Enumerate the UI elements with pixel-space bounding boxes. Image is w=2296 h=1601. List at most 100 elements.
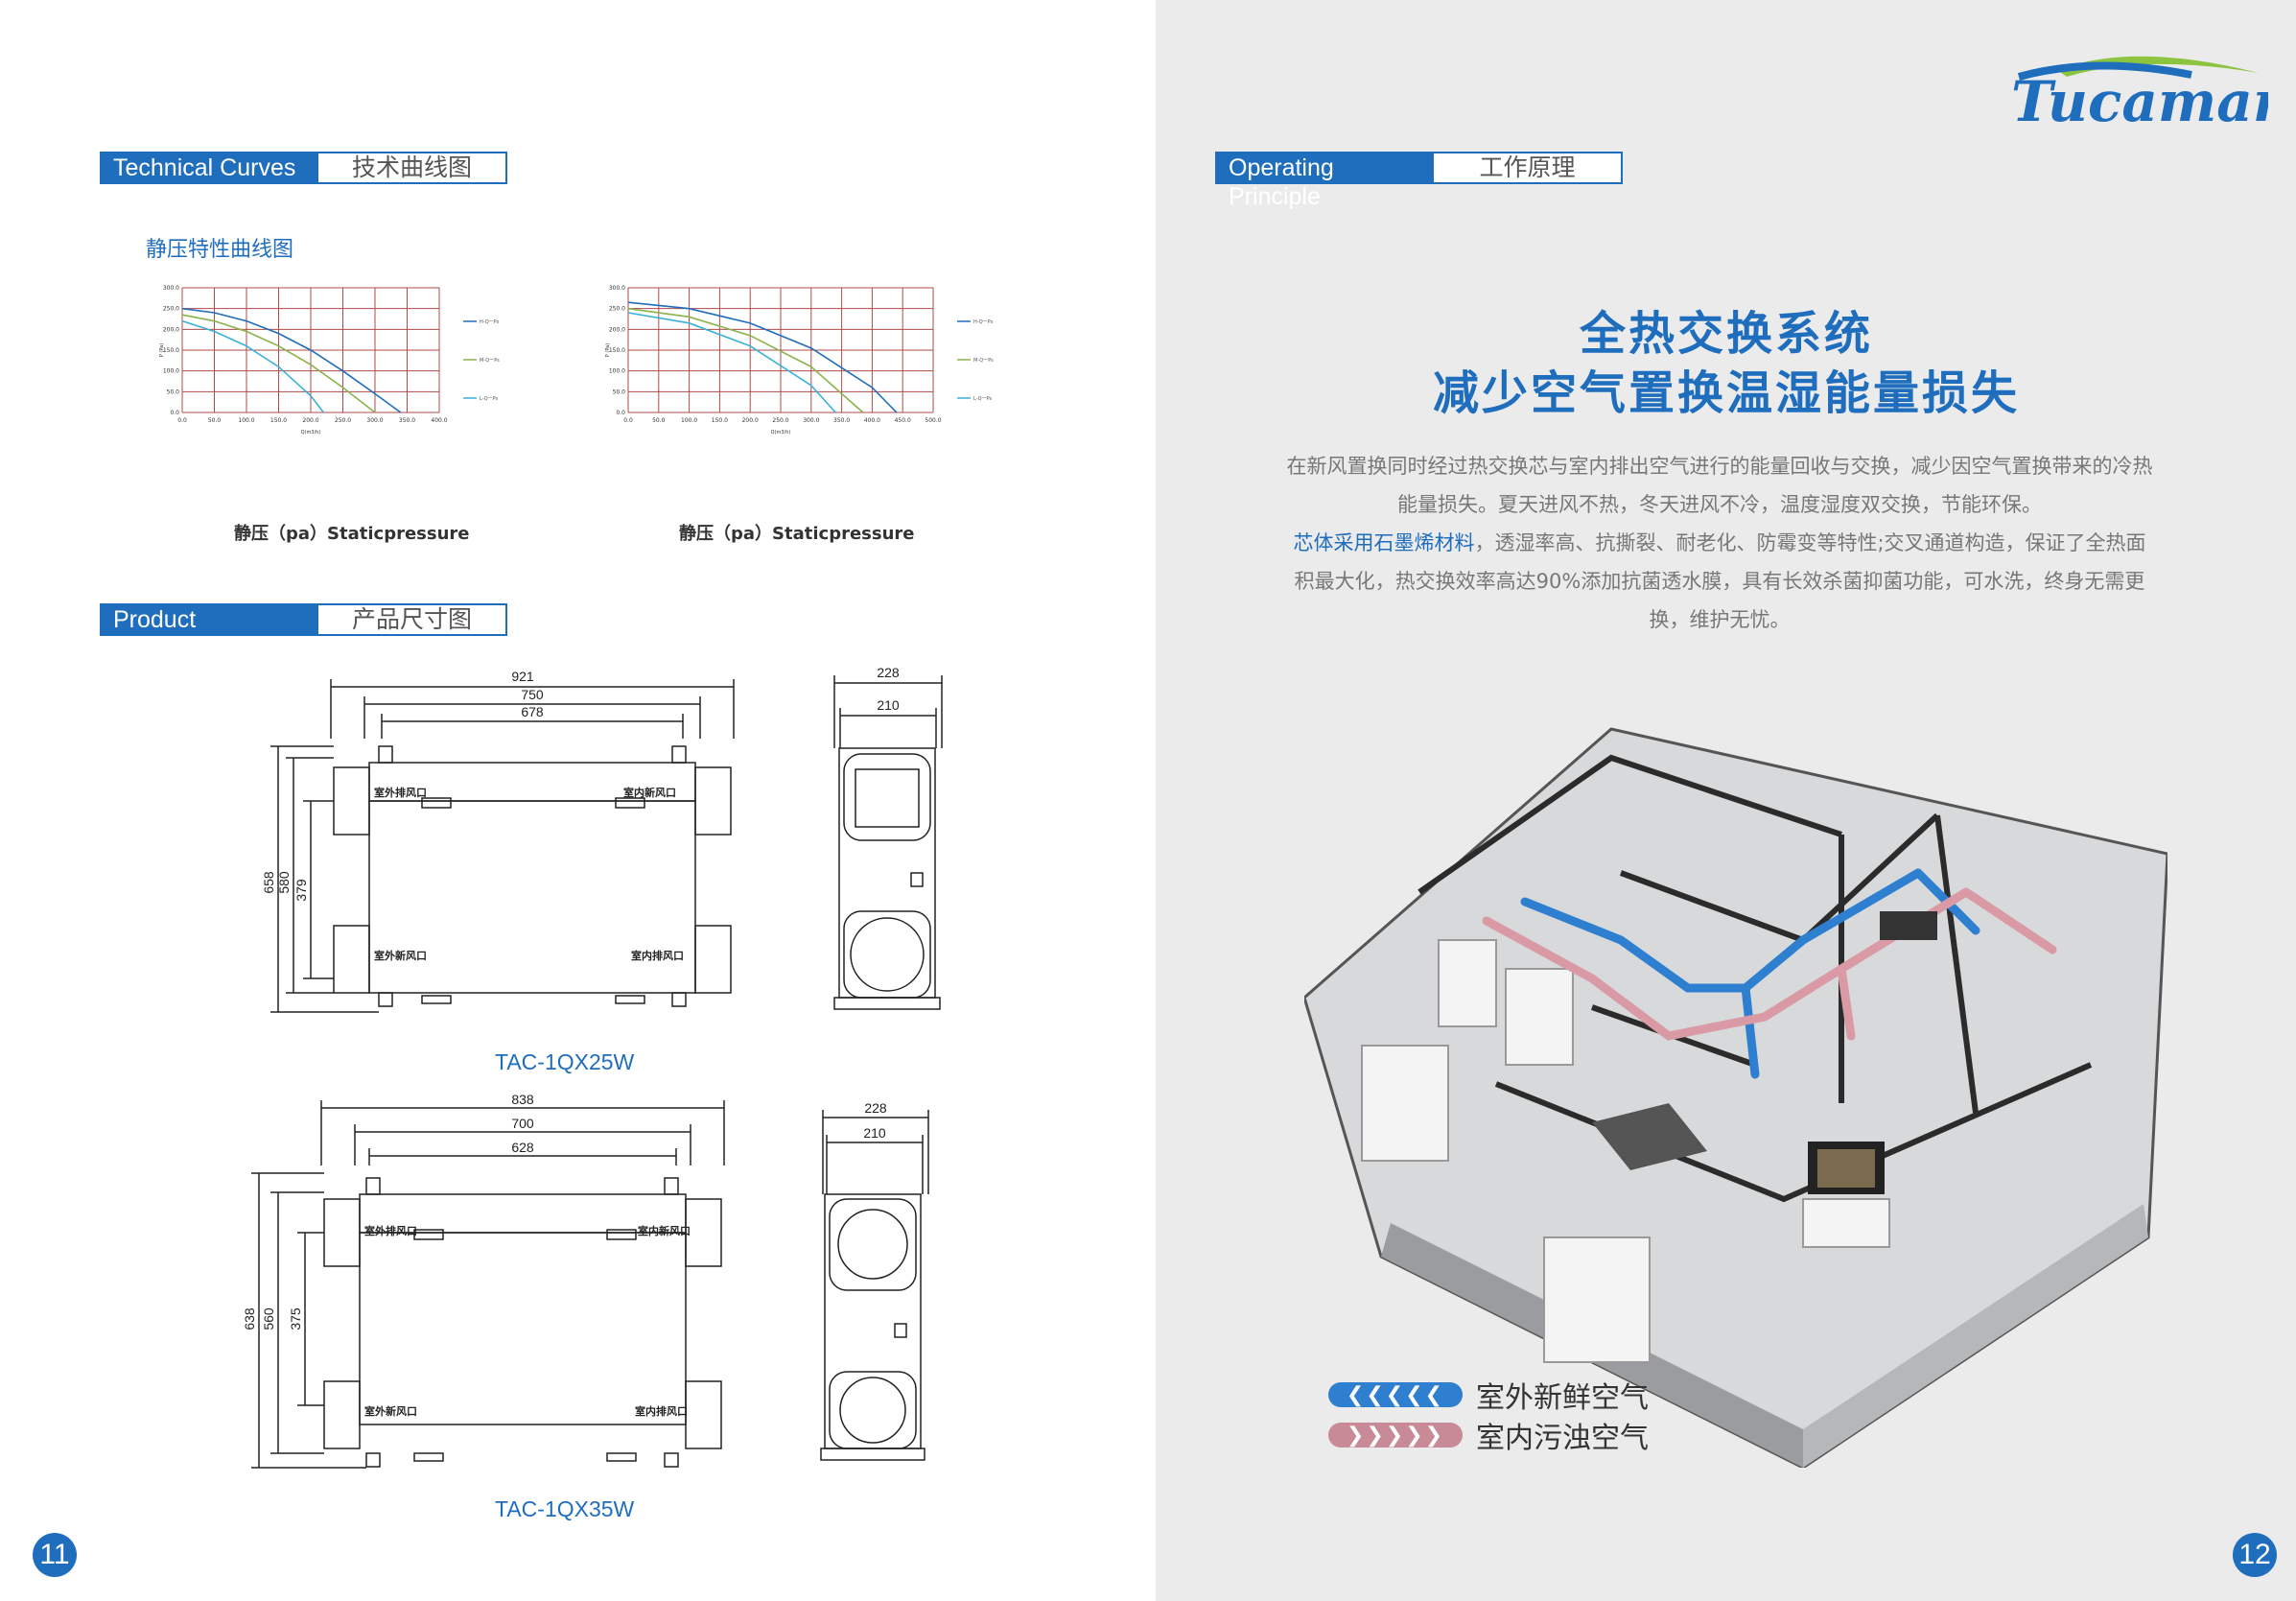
dim-1-side-210: 210 — [877, 697, 900, 713]
dim-2-side-228: 228 — [864, 1100, 887, 1116]
static-pressure-chart-2: 0.0 50.0 100.0 150.0 200.0 250.0 300.0 350.0 400… — [605, 285, 994, 436]
chart-section-title: 静压特性曲线图 — [146, 238, 294, 262]
chart-0-ytick: 250.0 — [163, 306, 179, 313]
chart-1-ytick: 150.0 — [609, 347, 625, 354]
operating-header-en: Operating Principle — [1217, 153, 1434, 210]
dirty-air-arrows-icon: ❯❯❯❯❯ — [1328, 1423, 1463, 1448]
dim-1-height-580: 580 — [276, 871, 292, 894]
page-number-right: 12 — [2233, 1533, 2277, 1577]
dimensions-header-cn: 产品尺寸图 — [318, 605, 505, 634]
chart-1-xtick: 100.0 — [681, 417, 697, 424]
chart-1-xtick: 450.0 — [895, 417, 911, 424]
dimension-drawing-1: 921 750 678 228 210 658 580 379 室外排风口 室内… — [261, 665, 943, 1013]
dim-1-width-921: 921 — [511, 669, 534, 684]
label-1-indoor-fresh: 室内新风口 — [623, 786, 676, 799]
dim-1-width-750: 750 — [521, 687, 544, 702]
chart-0-ylabel: P (Pa) — [159, 343, 165, 357]
chart-caption-2: 静压（pa）Staticpressure — [679, 524, 915, 544]
dimensions-header-en: Product dimensions — [102, 605, 318, 662]
logo-text: Tucaman — [2011, 69, 2268, 132]
chart-1-xtick: 200.0 — [742, 417, 759, 424]
tech-curves-header-cn: 技术曲线图 — [318, 153, 505, 182]
label-2-indoor-exhaust: 室内排风口 — [635, 1404, 688, 1418]
chart-0-series-2 — [181, 319, 325, 413]
chart-1-xtick: 0.0 — [623, 417, 633, 424]
label-1-indoor-exhaust: 室内排风口 — [631, 949, 684, 962]
para-1-line-b: 能量损失。夏天进风不热，冬天进风不冷，温度湿度双交换，节能环保。 — [1397, 493, 2042, 516]
graphene-highlight: 芯体采用石墨烯材料 — [1293, 531, 1475, 554]
dim-2-height-560: 560 — [261, 1307, 276, 1330]
dim-1-height-379: 379 — [293, 879, 309, 902]
chart-0-ytick: 200.0 — [163, 326, 179, 333]
chart-0-xtick: 400.0 — [431, 417, 447, 424]
tucaman-logo: Tucaman — [2011, 56, 2268, 132]
operating-header: Operating Principle 工作原理 — [1215, 152, 1623, 210]
chart-1-ytick: 0.0 — [616, 410, 625, 416]
dimensions-header: Product dimensions 产品尺寸图 — [100, 603, 507, 662]
chart-1-xlabel: Q(m3/h) — [771, 430, 791, 436]
house-cutaway-illustration — [1304, 727, 2167, 1468]
para-2-line-a-rest: ，透湿率高、抗撕裂、耐老化、防霉变等特性;交叉通道构造，保证了全热面 — [1474, 531, 2146, 554]
operating-header-cn: 工作原理 — [1434, 153, 1621, 182]
page-number-left: 11 — [33, 1533, 77, 1577]
label-2-outdoor-exhaust: 室外排风口 — [364, 1224, 417, 1237]
chart-1-legend-label-2: L-Q一Ps — [973, 396, 993, 402]
headline-2: 减少空气置换温湿能量损失 — [1432, 366, 2020, 420]
dim-2-width-628: 628 — [511, 1140, 534, 1155]
chart-0-xtick: 300.0 — [366, 417, 383, 424]
label-2-indoor-fresh: 室内新风口 — [638, 1224, 691, 1237]
chart-0-ytick: 0.0 — [170, 410, 179, 416]
chart-caption-1: 静压（pa）Staticpressure — [234, 524, 470, 544]
legend-dirty-air: ❯❯❯❯❯ 室内污浊空气 — [1328, 1414, 1649, 1456]
chart-1-xtick: 500.0 — [925, 417, 941, 424]
chart-1-ytick: 300.0 — [609, 285, 625, 292]
legend-dirty-label: 室内污浊空气 — [1476, 1422, 1649, 1455]
chart-0-legend-label-0: H-Q一Ps — [480, 319, 500, 325]
description-paragraph-2: 芯体采用石墨烯材料，透湿率高、抗撕裂、耐老化、防霉变等特性;交叉通道构造，保证了… — [1254, 524, 2185, 639]
label-1-outdoor-exhaust: 室外排风口 — [374, 786, 427, 799]
dim-1-height-658: 658 — [261, 871, 276, 894]
chart-1-xtick: 150.0 — [712, 417, 728, 424]
fresh-air-arrows-icon: ❮❮❮❮❮ — [1328, 1382, 1463, 1407]
chart-1-xtick: 400.0 — [864, 417, 880, 424]
chart-1-ytick: 250.0 — [609, 306, 625, 313]
tech-curves-header-en: Technical Curves — [102, 153, 318, 182]
dim-2-height-375: 375 — [288, 1307, 303, 1330]
chart-1-xtick: 50.0 — [652, 417, 666, 424]
chart-0-series-1 — [181, 314, 376, 413]
chart-0-xtick: 350.0 — [399, 417, 415, 424]
chart-0-xtick: 150.0 — [270, 417, 287, 424]
legend-fresh-label: 室外新鲜空气 — [1476, 1381, 1649, 1415]
left-page: Technical Curves 技术曲线图 静压特性曲线图 0.0 50.0 10… — [33, 152, 995, 1577]
chart-1-xtick: 300.0 — [803, 417, 819, 424]
para-2-line-a: 芯体采用石墨烯材料，透湿率高、抗撕裂、耐老化、防霉变等特性;交叉通道构造，保证了… — [1254, 524, 2185, 562]
chart-1-legend-label-0: H-Q一Ps — [973, 319, 994, 325]
dim-2-height-638: 638 — [242, 1307, 257, 1330]
tech-curves-header: Technical Curves 技术曲线图 — [100, 152, 507, 184]
dim-2-width-838: 838 — [511, 1092, 534, 1107]
chart-0-ytick: 50.0 — [167, 388, 180, 395]
headline-1: 全热交换系统 — [1579, 307, 1873, 361]
chart-0-ytick: 300.0 — [163, 285, 179, 292]
para-2-line-c: 换，维护无忧。 — [1649, 608, 1791, 631]
chart-0-xtick: 0.0 — [177, 417, 187, 424]
chart-0-xtick: 250.0 — [335, 417, 351, 424]
chart-0-legend-label-1: M-Q一Ps — [480, 358, 500, 364]
dim-1-side-228: 228 — [877, 665, 900, 680]
dimension-drawing-2: 838 700 628 228 210 638 560 375 室外排风口 室内… — [242, 1092, 929, 1469]
dim-1-width-678: 678 — [521, 704, 544, 719]
chart-1-xtick: 350.0 — [833, 417, 850, 424]
chart-0-series-0 — [181, 307, 402, 413]
chart-1-ylabel: P (Pa) — [605, 343, 611, 357]
chart-0-ytick: 150.0 — [163, 347, 179, 354]
chart-1-series-2 — [627, 312, 836, 413]
para-1-line-a: 在新风置换同时经过热交换芯与室内排出空气进行的能量回收与交换，减少因空气置换带来… — [1286, 455, 2153, 478]
chart-1-series-1 — [627, 307, 864, 413]
dim-2-side-210: 210 — [863, 1125, 886, 1141]
label-1-outdoor-fresh: 室外新风口 — [374, 949, 427, 962]
chart-1-ytick: 200.0 — [609, 326, 625, 333]
chart-1-ytick: 100.0 — [609, 368, 625, 375]
chart-1-grid — [627, 287, 934, 413]
description-paragraph-1: 在新风置换同时经过热交换芯与室内排出空气进行的能量回收与交换，减少因空气置换带来… — [1254, 447, 2185, 524]
